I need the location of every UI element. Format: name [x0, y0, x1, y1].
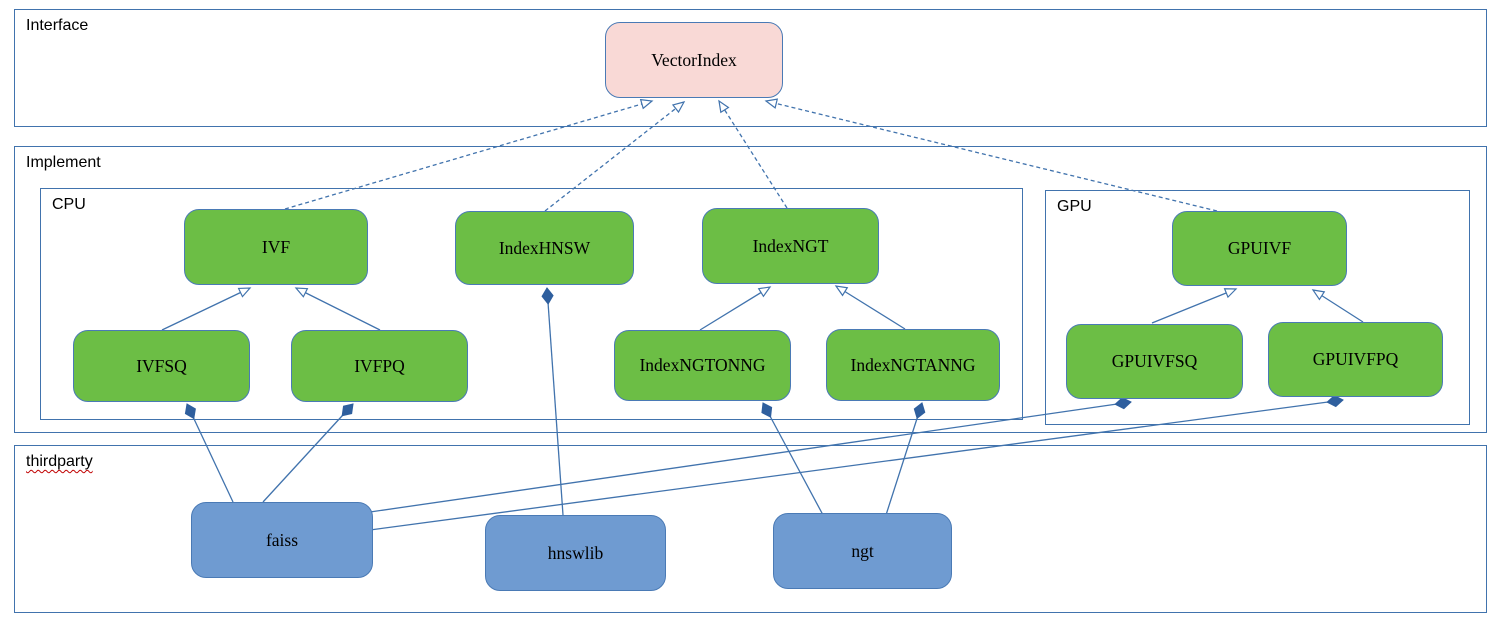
node-ivfsq: IVFSQ [73, 330, 250, 402]
node-faiss-label: faiss [265, 529, 299, 550]
node-indexhnsw-label: IndexHNSW [498, 237, 591, 258]
node-vectorindex: VectorIndex [605, 22, 783, 98]
node-ivf-label: IVF [261, 236, 291, 257]
node-indexngt: IndexNGT [702, 208, 879, 284]
node-ivfpq-label: IVFPQ [354, 355, 405, 376]
node-ivfsq-label: IVFSQ [136, 355, 187, 376]
node-indexngt-label: IndexNGT [752, 235, 829, 256]
thirdparty-section-label: thirdparty [26, 453, 93, 470]
node-indexngtonng: IndexNGTONNG [614, 330, 791, 401]
implement-section-label: Implement [26, 154, 101, 171]
cpu-group-label: CPU [52, 196, 86, 213]
node-hnswlib: hnswlib [485, 515, 666, 591]
node-hnswlib-label: hnswlib [547, 542, 604, 563]
node-indexngtonng-label: IndexNGTONNG [639, 355, 766, 375]
node-ivf: IVF [184, 209, 368, 285]
node-gpuivf: GPUIVF [1172, 211, 1347, 286]
node-indexngtanng: IndexNGTANNG [826, 329, 1000, 401]
node-gpuivfsq: GPUIVFSQ [1066, 324, 1243, 399]
node-indexhnsw: IndexHNSW [455, 211, 634, 285]
node-ngt: ngt [773, 513, 952, 589]
node-ivfpq: IVFPQ [291, 330, 468, 402]
node-gpuivfpq: GPUIVFPQ [1268, 322, 1443, 397]
node-indexngtanng-label: IndexNGTANNG [850, 354, 976, 375]
interface-section-label: Interface [26, 17, 89, 34]
node-gpuivfpq-label: GPUIVFPQ [1312, 349, 1399, 369]
node-vectorindex-label: VectorIndex [651, 49, 737, 70]
node-ngt-label: ngt [851, 540, 874, 561]
node-faiss: faiss [191, 502, 373, 578]
node-gpuivfsq-label: GPUIVFSQ [1111, 351, 1198, 371]
gpu-group-label: GPU [1057, 198, 1092, 215]
node-gpuivf-label: GPUIVF [1227, 238, 1292, 258]
